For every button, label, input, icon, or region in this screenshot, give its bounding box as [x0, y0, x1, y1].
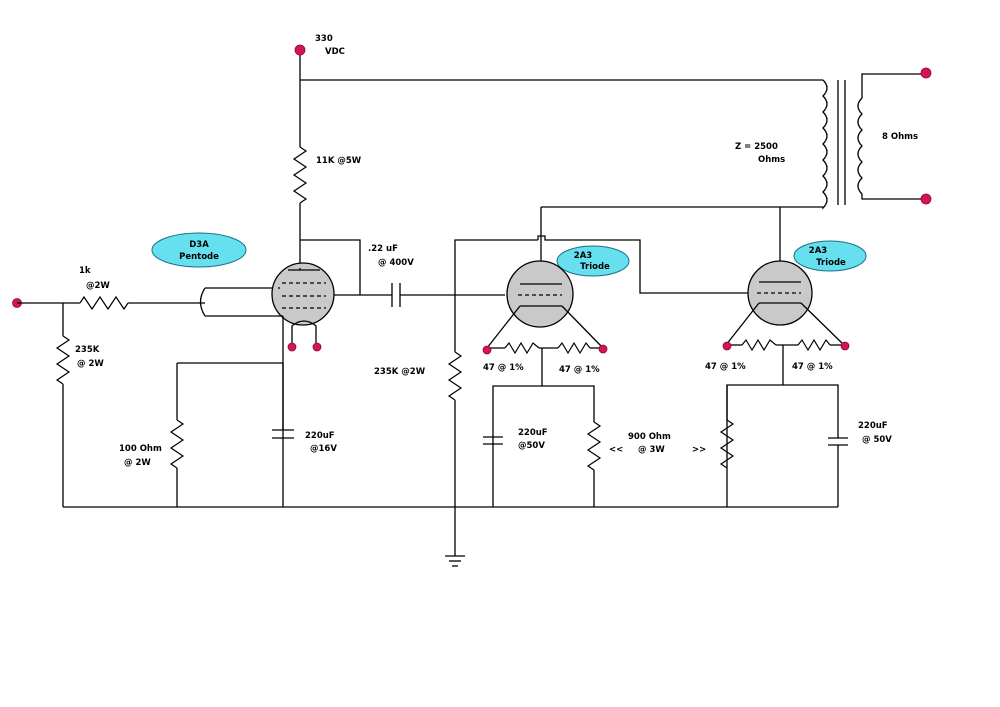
output-right-heater-pin-1[interactable] [722, 341, 732, 351]
driver-tube [199, 262, 335, 507]
supply-unit-label: VDC [325, 47, 345, 57]
speaker-terminal-bottom[interactable] [920, 193, 932, 205]
bypass-cap-value: 220uF [305, 431, 335, 441]
output-right-cap-rating: @ 50V [862, 435, 892, 445]
output-left-hum-a: 47 @ 1% [483, 363, 524, 373]
output-right-bubble [793, 240, 867, 272]
output-left-cap-rating: @50V [518, 441, 545, 451]
coupling-cap-value: .22 uF [368, 244, 398, 254]
transformer-impedance-unit: Ohms [758, 155, 785, 165]
output-left-tube [486, 206, 780, 349]
output-right-tube [725, 207, 845, 346]
grid-leak-rating: @ 2W [77, 359, 104, 369]
output-right-hum-pot [719, 338, 848, 507]
cathode-resistor-label: 100 Ohm [119, 444, 162, 454]
cathode-resistor-rating: @ 2W [124, 458, 151, 468]
output-right-hum-a: 47 @ 1% [705, 362, 746, 372]
output-left-bubble [556, 245, 630, 277]
bias-arrow-right: >> [692, 445, 706, 455]
driver-plate-wiring [300, 239, 505, 307]
output-left-cap-value: 220uF [518, 428, 548, 438]
transformer-impedance-label: Z = 2500 [735, 142, 778, 152]
supply-terminal[interactable] [294, 44, 306, 56]
driver-heater-pin-2[interactable] [312, 342, 322, 352]
input-resistor-rating: @2W [86, 281, 110, 291]
grid-leak-label: 235K [75, 345, 100, 355]
output-left-hum-b: 47 @ 1% [559, 365, 600, 375]
bias-arrow-left: << [609, 445, 623, 455]
bias-resistor-rating: @ 3W [638, 445, 665, 455]
input-resistor-label: 1k [79, 266, 91, 276]
output-right-cap-value: 220uF [858, 421, 888, 431]
output-grid-resistor [447, 235, 750, 507]
output-transformer [780, 73, 925, 210]
cathode-network [169, 362, 294, 507]
ground-bus [63, 506, 838, 567]
output-right-heater-pin-2[interactable] [840, 341, 850, 351]
driver-tube-name: D3A [189, 240, 209, 250]
input-wiring [17, 295, 205, 507]
output-left-name: 2A3 [574, 251, 592, 261]
driver-tube-type: Pentode [179, 252, 219, 262]
plate-resistor-label: 11K @5W [316, 156, 362, 166]
bias-resistor-label: 900 Ohm [628, 432, 671, 442]
output-right-type: Triode [816, 258, 846, 268]
output-left-type: Triode [580, 262, 610, 272]
driver-heater-pin-1[interactable] [287, 342, 297, 352]
output-left-heater-pin-1[interactable] [482, 345, 492, 355]
coupling-cap-rating: @ 400V [378, 258, 414, 268]
driver-tube-bubble [151, 232, 247, 268]
plate-resistor [292, 146, 308, 268]
output-right-name: 2A3 [809, 246, 827, 256]
output-left-heater-pin-2[interactable] [598, 344, 608, 354]
bypass-cap-rating: @16V [310, 444, 337, 454]
speaker-terminal-top[interactable] [920, 67, 932, 79]
supply-rail [299, 50, 823, 147]
output-left-hum-pot [483, 341, 603, 507]
supply-voltage-label: 330 [315, 34, 333, 44]
output-grid-resistor-label: 235K @2W [374, 367, 426, 377]
speaker-impedance-label: 8 Ohms [882, 132, 918, 142]
output-right-hum-b: 47 @ 1% [792, 362, 833, 372]
